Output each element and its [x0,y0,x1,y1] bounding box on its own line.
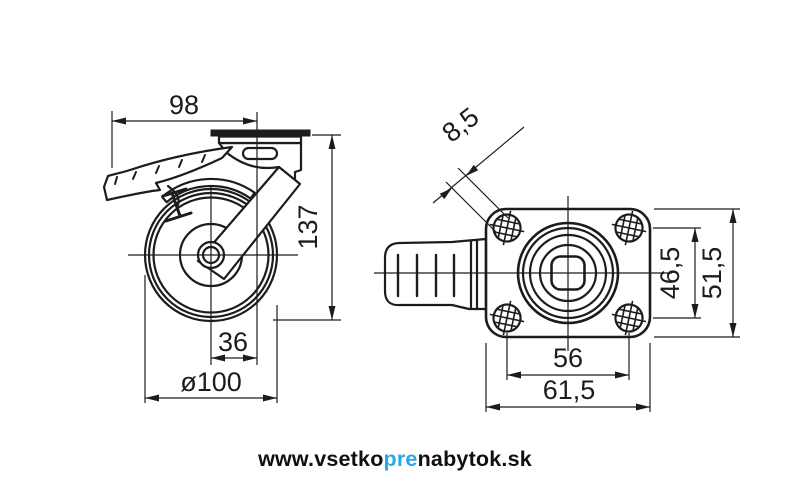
watermark-prefix: www.vsetko [258,447,384,471]
dim-arrow [328,306,336,320]
brake-pedal [102,145,234,202]
caster-plate-top-view: 8,5 46,5 51,5 [374,102,740,412]
brake-linkage [161,184,193,223]
dim-arrow [328,135,336,149]
dim-arrow [243,117,257,125]
dim-arrow [439,188,452,200]
dim-arrow [243,354,257,362]
dimension-plate-depth: 51,5 [654,208,740,338]
dimension-plate-width: 61,5 [485,343,651,412]
dim-arrow [466,164,479,176]
plate-underside [217,135,303,145]
dim-arrow [145,394,159,402]
top-plate [210,129,311,137]
dimension-wheel-diameter: ø100 [144,275,278,403]
dimension-hole-spacing-vertical: 46,5 [653,227,701,319]
dim-label-plate-depth: 51,5 [697,247,727,300]
dim-arrow [691,304,699,318]
dim-arrow [211,354,225,362]
dim-label-wheel-diameter: ø100 [180,367,242,397]
dim-label-overall-height: 137 [293,204,323,249]
dim-label-hole-spacing-horizontal: 56 [553,343,583,373]
dim-arrow [507,371,521,379]
caster-side-view: 98 137 36 [102,90,341,403]
dim-arrow [636,403,650,411]
dim-label-hole-spacing-vertical: 46,5 [655,247,685,300]
dimension-axis-offset: 36 [211,327,257,362]
dim-label-plate-width: 61,5 [543,375,596,405]
pedal-grip-lines [396,253,456,298]
dim-arrow [486,403,500,411]
watermark-suffix: nabytok.sk [417,447,532,471]
swivel-slot [241,146,279,161]
dimension-overall-height: 137 [273,134,341,321]
dim-arrow [615,371,629,379]
dim-arrow [691,228,699,242]
dim-label-hole-diameter: 8,5 [436,102,484,149]
dim-arrow [729,323,737,337]
technical-drawing: 98 137 36 [102,90,740,412]
watermark-url: www.vsetkoprenabytok.sk [0,447,799,472]
dim-label-axis-offset: 36 [218,327,248,357]
watermark-highlight: pre [383,447,418,471]
dim-arrow [263,394,277,402]
dim-arrow [112,117,126,125]
swivel-housing [217,141,303,189]
dimension-hole-spacing-horizontal: 56 [506,333,630,380]
side-view-centerlines [128,112,298,365]
dimension-top-width: 98 [111,90,257,168]
dim-label-top-width: 98 [169,90,199,120]
dim-arrow [729,209,737,223]
top-view-centerlines [374,196,672,351]
pedal-grip-ticks [114,154,206,185]
